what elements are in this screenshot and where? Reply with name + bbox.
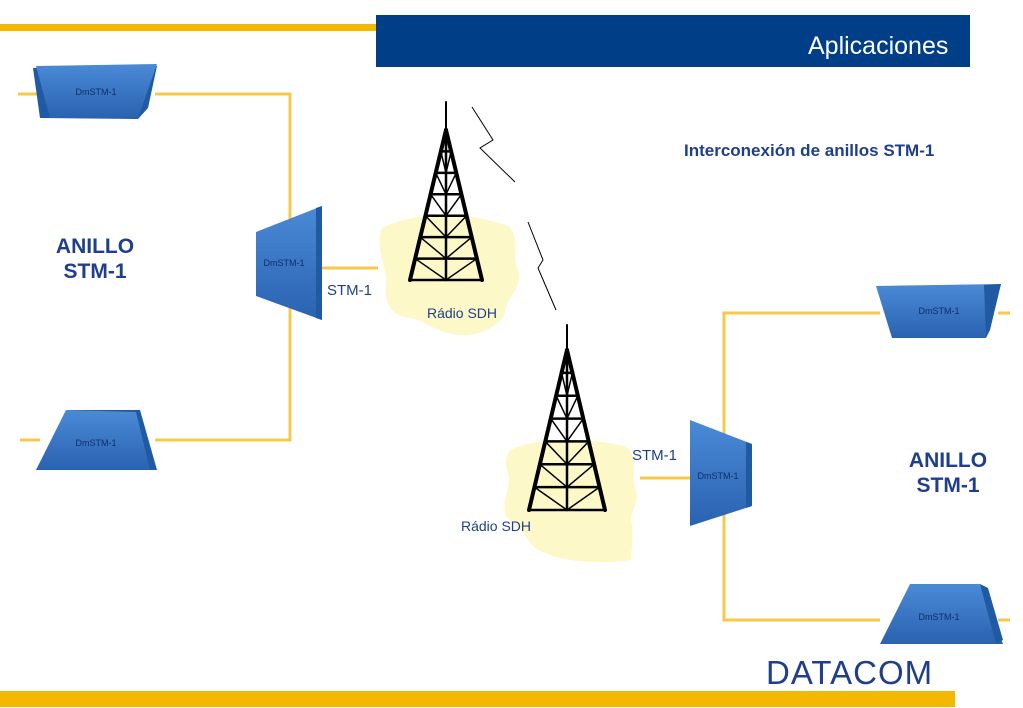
ring-label-left-line2: STM-1: [63, 260, 127, 283]
device-mux-right[interactable]: [690, 420, 752, 526]
device-top-right[interactable]: [876, 284, 1001, 338]
ring-label-left-line1: ANILLO: [55, 235, 135, 258]
device-label-bottom-right: DmSTM-1: [918, 612, 960, 622]
device-label-mux-right: DmSTM-1: [697, 471, 739, 481]
radio-blob-left: [379, 215, 520, 336]
device-label-top-right: DmSTM-1: [918, 306, 960, 316]
ring-label-left: ANILLO STM-1: [35, 234, 155, 284]
radio-label-right: Rádio SDH: [461, 518, 532, 534]
ring-label-right: ANILLO STM-1: [888, 448, 1008, 498]
device-bottom-left[interactable]: [36, 410, 157, 470]
lightning-link-icon: [471, 106, 557, 311]
device-bottom-right[interactable]: [880, 584, 1003, 644]
header-bar: [376, 15, 970, 67]
device-label-mux-left: DmSTM-1: [263, 258, 305, 268]
radio-tower-icon: [408, 101, 484, 282]
device-top-left[interactable]: [33, 64, 157, 119]
device-label-top-left: DmSTM-1: [75, 87, 117, 97]
radio-blob-right: [504, 439, 637, 563]
device-label-bottom-left: DmSTM-1: [75, 438, 117, 448]
ring-label-right-line2: STM-1: [916, 474, 980, 497]
link-label-right: STM-1: [632, 447, 677, 464]
page-title: Aplicaciones: [808, 32, 949, 60]
ring-label-right-line1: ANILLO: [908, 449, 988, 472]
radio-label-left: Rádio SDH: [427, 305, 498, 321]
diagram-subtitle: Interconexión de anillos STM-1: [684, 141, 935, 160]
datacom-logo: DATACOM: [766, 654, 934, 691]
radio-tower-icon: [527, 324, 607, 512]
link-label-left: STM-1: [327, 282, 372, 299]
footer-stripe: [0, 691, 955, 707]
device-mux-left[interactable]: [256, 206, 322, 320]
